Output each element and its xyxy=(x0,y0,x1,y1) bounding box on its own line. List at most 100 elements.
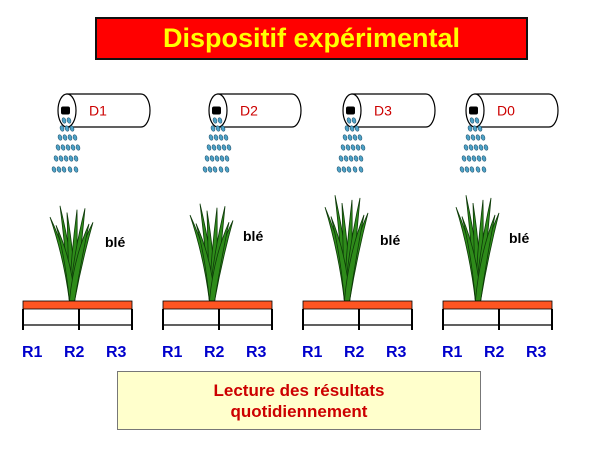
drum-body xyxy=(217,93,302,128)
water-drop xyxy=(483,144,489,151)
water-drop xyxy=(67,166,73,173)
water-drop xyxy=(221,144,227,151)
results-note: Lecture des résultats quotidiennement xyxy=(117,371,481,430)
water-drop xyxy=(357,134,363,141)
water-drop xyxy=(466,155,472,162)
water-drop xyxy=(216,144,222,151)
water-drop xyxy=(360,144,366,151)
water-drop xyxy=(468,144,474,151)
water-drop xyxy=(219,155,225,162)
water-drop xyxy=(62,134,68,141)
water-drop xyxy=(206,144,212,151)
dose-label: D3 xyxy=(374,103,392,119)
dose-label: D0 xyxy=(497,103,515,119)
water-drop xyxy=(224,166,230,173)
water-drop xyxy=(461,155,467,162)
water-drop xyxy=(347,134,353,141)
water-drop xyxy=(342,134,348,141)
water-drop xyxy=(352,134,358,141)
water-drop xyxy=(211,144,217,151)
replicate-label: R1 xyxy=(302,344,323,361)
water-drop xyxy=(341,166,347,173)
dose-label: D1 xyxy=(89,103,107,119)
water-drop xyxy=(336,166,342,173)
water-drop xyxy=(481,166,487,173)
water-drop xyxy=(474,117,480,124)
water-drop xyxy=(346,117,352,124)
water-drop xyxy=(204,155,210,162)
water-drops-icon xyxy=(336,117,366,173)
water-drop xyxy=(208,134,214,141)
water-drop xyxy=(350,144,356,151)
water-drop xyxy=(340,144,346,151)
title-banner: Dispositif expérimental xyxy=(95,17,528,60)
wheat-plant-icon xyxy=(455,195,500,302)
water-drop xyxy=(213,134,219,141)
watering-drum-icon: D1 xyxy=(57,93,151,128)
replicate-label: R2 xyxy=(204,344,225,361)
water-drop xyxy=(465,134,471,141)
water-drop xyxy=(463,144,469,151)
replicate-label: R3 xyxy=(106,344,127,361)
drum-body xyxy=(66,93,151,128)
water-drop xyxy=(65,144,71,151)
water-drop xyxy=(469,166,475,173)
water-drops-icon xyxy=(51,117,81,173)
dose-label: D2 xyxy=(240,103,258,119)
replicate-label: R3 xyxy=(246,344,267,361)
page-title: Dispositif expérimental xyxy=(162,23,461,53)
water-drop xyxy=(73,166,79,173)
bed-top xyxy=(22,300,133,310)
plant-bed xyxy=(22,300,133,330)
water-drop xyxy=(59,125,65,132)
water-drop xyxy=(348,155,354,162)
water-drop xyxy=(354,125,360,132)
drum-body xyxy=(351,93,436,128)
replicate-label: R1 xyxy=(442,344,463,361)
watering-drum-icon: D0 xyxy=(465,93,559,128)
water-drop xyxy=(70,144,76,151)
water-drop xyxy=(478,144,484,151)
replicate-label: R1 xyxy=(22,344,43,361)
drum-spout xyxy=(212,106,221,115)
results-note-line-1: Lecture des résultats xyxy=(213,380,385,400)
water-drop xyxy=(473,144,479,151)
drum-spout xyxy=(61,106,70,115)
plant-label: blé xyxy=(243,228,263,244)
water-drop xyxy=(53,155,59,162)
water-drop xyxy=(353,155,359,162)
water-drop xyxy=(61,166,67,173)
wheat-leaf xyxy=(68,223,90,302)
watering-drum-icon: D3 xyxy=(342,93,436,128)
results-note-line-2: quotidiennement xyxy=(230,401,368,421)
plant-bed xyxy=(162,300,273,330)
replicate-label: R3 xyxy=(386,344,407,361)
water-drop xyxy=(470,134,476,141)
wheat-plant-icon xyxy=(324,195,369,302)
bed-top xyxy=(162,300,273,310)
water-drop xyxy=(75,144,81,151)
plant-bed xyxy=(302,300,413,330)
water-drop xyxy=(56,166,62,173)
water-drop xyxy=(73,155,79,162)
water-drop xyxy=(358,155,364,162)
water-drop xyxy=(207,166,213,173)
water-drop xyxy=(464,166,470,173)
water-drop xyxy=(67,134,73,141)
water-drop xyxy=(218,134,224,141)
water-drop xyxy=(352,166,358,173)
water-drop xyxy=(60,144,66,151)
water-drop xyxy=(210,125,216,132)
water-drop xyxy=(480,134,486,141)
replicate-label: R1 xyxy=(162,344,183,361)
water-drop xyxy=(58,155,64,162)
water-drop xyxy=(217,117,223,124)
water-drop xyxy=(475,134,481,141)
water-drop xyxy=(64,125,70,132)
watering-drum-icon: D2 xyxy=(208,93,302,128)
water-drop xyxy=(226,144,232,151)
water-drop xyxy=(467,125,473,132)
replicate-label: R3 xyxy=(526,344,547,361)
